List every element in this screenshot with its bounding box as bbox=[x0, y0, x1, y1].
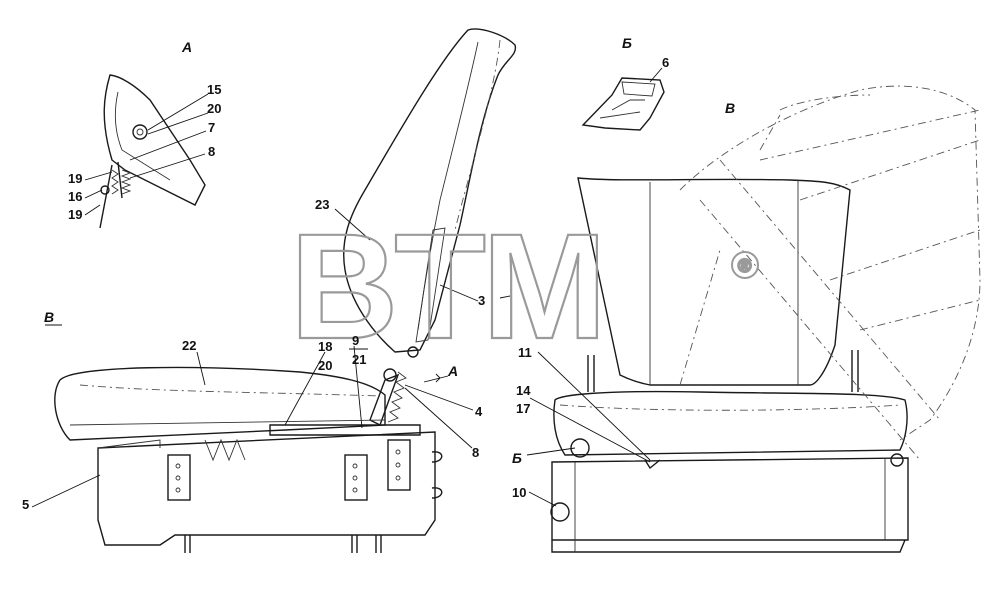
registered-icon bbox=[731, 251, 759, 279]
detail-view-b bbox=[581, 77, 665, 131]
callout-16: 16 bbox=[68, 189, 82, 204]
callout-21: 21 bbox=[352, 352, 366, 367]
callout-4: 4 bbox=[475, 404, 483, 419]
callout-8: 8 bbox=[472, 445, 479, 460]
seat-front-view bbox=[550, 177, 909, 553]
callout-20-detail: 20 bbox=[207, 101, 221, 116]
callout-20: 20 bbox=[318, 358, 332, 373]
callout-10: 10 bbox=[512, 485, 526, 500]
leader-lines bbox=[31, 67, 663, 508]
callout-8-detail: 8 bbox=[208, 144, 215, 159]
callout-17: 17 bbox=[516, 401, 530, 416]
view-arrow-a: А bbox=[447, 363, 458, 379]
view-arrow-b: Б bbox=[512, 450, 522, 466]
callout-15: 15 bbox=[207, 82, 221, 97]
callout-3: 3 bbox=[478, 293, 485, 308]
view-label-v: В bbox=[725, 100, 735, 116]
tilted-backrest-phantom bbox=[679, 85, 981, 461]
callout-19-upper: 19 bbox=[68, 171, 82, 186]
callout-22: 22 bbox=[182, 338, 196, 353]
registered-mark: ® bbox=[738, 256, 751, 276]
watermark: BTM ® bbox=[289, 201, 759, 371]
callout-6: 6 bbox=[662, 55, 669, 70]
callout-5: 5 bbox=[22, 497, 29, 512]
callout-18: 18 bbox=[318, 339, 332, 354]
watermark-text: BTM bbox=[290, 202, 603, 370]
view-label-a: А bbox=[181, 39, 192, 55]
callout-19-lower: 19 bbox=[68, 207, 82, 222]
view-arrow-v: В bbox=[44, 309, 54, 325]
callout-23: 23 bbox=[315, 197, 329, 212]
callout-7: 7 bbox=[208, 120, 215, 135]
seat-side bbox=[54, 366, 443, 553]
detail-view-a bbox=[99, 74, 206, 229]
callout-9: 9 bbox=[352, 333, 359, 348]
backrest-side bbox=[343, 28, 517, 426]
view-label-b: Б bbox=[622, 35, 632, 51]
callout-11: 11 bbox=[518, 345, 532, 360]
callout-14: 14 bbox=[516, 383, 531, 398]
